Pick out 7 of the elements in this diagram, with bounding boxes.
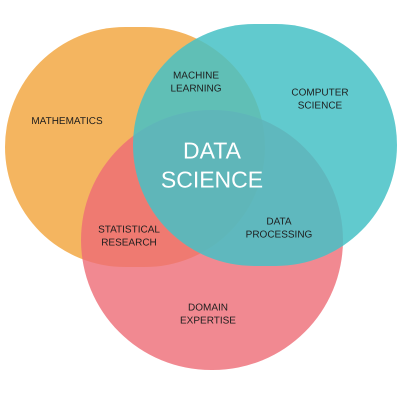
circle-label: COMPUTER SCIENCE (290, 88, 350, 112)
circle-label: MATHEMATICS (30, 116, 104, 128)
circle-label: DOMAIN EXPERTISE (179, 302, 237, 328)
overlap-label: DATA SCIENCE (160, 136, 264, 194)
overlap-label: DATA PROCESSING (244, 216, 314, 242)
overlap-label: STATISTICAL RESEARCH (97, 224, 161, 250)
overlap-label: MACHINE LEARNING (169, 70, 223, 96)
